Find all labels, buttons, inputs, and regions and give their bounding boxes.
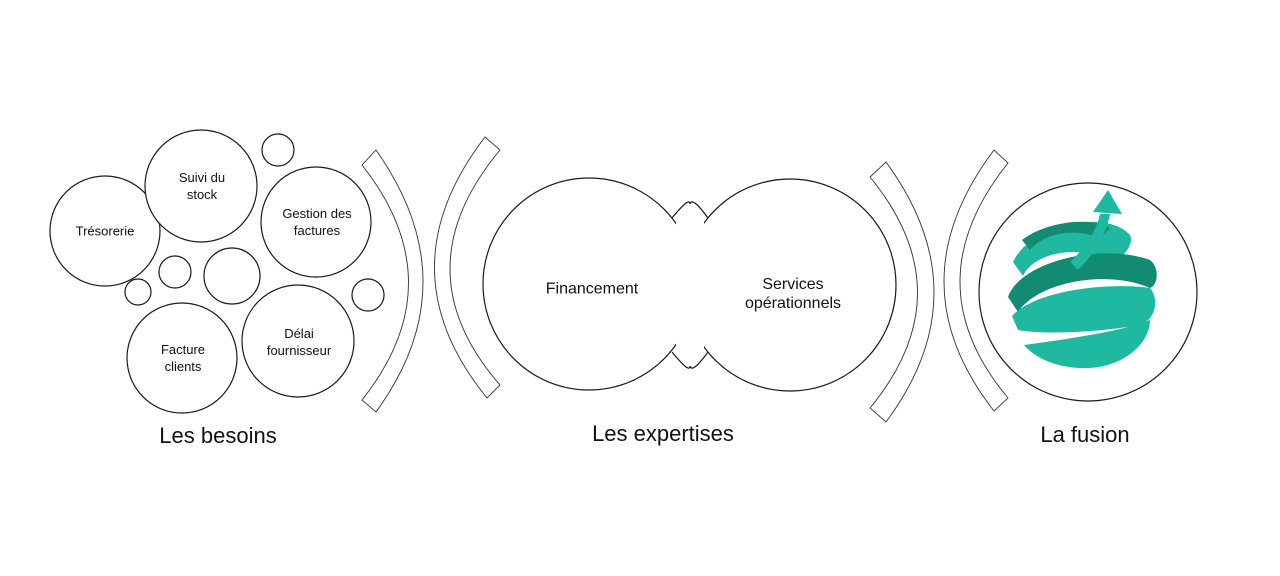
bubble-small-mid-left [158, 255, 192, 289]
label-facture-clients-line2: clients [164, 359, 202, 374]
bubble-small-right [351, 278, 385, 312]
label-delai-fournisseur-line1: Délai [284, 326, 314, 341]
expertises-shape [482, 177, 897, 392]
label-gestion-factures: Gestion des factures [282, 205, 351, 239]
label-tresorerie-text: Trésorerie [75, 223, 135, 239]
overlap-fill [676, 205, 704, 365]
bubble-suivi-stock [144, 129, 258, 243]
caption-expertises: Les expertises [592, 421, 734, 446]
logo-band-middle [1012, 286, 1156, 333]
bracket-left-1 [434, 136, 501, 399]
bubble-small-top [261, 133, 295, 167]
label-financement-text: Financement [545, 280, 639, 298]
label-delai-fournisseur: Délai fournisseur [267, 325, 331, 359]
label-delai-fournisseur-line2: fournisseur [266, 343, 332, 358]
fusion-logo [1008, 190, 1157, 369]
bracket-right-1 [361, 149, 424, 413]
bracket-right-2 [869, 161, 935, 423]
bubble-tresorerie [49, 175, 161, 287]
caption-besoins: Les besoins [159, 423, 277, 448]
label-suivi-stock: Suivi du stock [179, 169, 225, 203]
caption-fusion: La fusion [1040, 422, 1130, 447]
label-services-operationnels: Services opérationnels [745, 275, 841, 313]
bubble-facture-clients [126, 302, 238, 414]
bubble-gestion-factures [260, 166, 372, 278]
bubble-small-left [124, 278, 152, 306]
label-tresorerie: Trésorerie [76, 223, 135, 240]
label-suivi-stock-line2: stock [186, 187, 218, 202]
label-facture-clients-line1: Facture [160, 342, 206, 357]
logo-arrow-head [1093, 190, 1122, 214]
logo-band-top-shade [1022, 221, 1110, 250]
label-gestion-factures-line2: factures [293, 223, 341, 238]
label-services-line1: Services [762, 276, 824, 293]
label-financement: Financement [546, 280, 639, 299]
label-facture-clients: Facture clients [161, 341, 205, 375]
overlap-bottom-curve [671, 351, 709, 369]
logo-arrow-shaft [1070, 214, 1110, 270]
needs-cluster [49, 129, 385, 414]
logo-band-bottom [1024, 320, 1150, 369]
label-services-line2: opérationnels [744, 295, 842, 312]
bubble-medium-mid [203, 247, 261, 305]
bracket-left-2 [943, 149, 1009, 412]
label-gestion-factures-line1: Gestion des [282, 206, 352, 221]
overlap-top-curve [671, 201, 709, 219]
label-suivi-stock-line1: Suivi du [178, 170, 226, 185]
bubble-delai-fournisseur [241, 284, 355, 398]
logo-band-middle-dark [1008, 253, 1157, 312]
